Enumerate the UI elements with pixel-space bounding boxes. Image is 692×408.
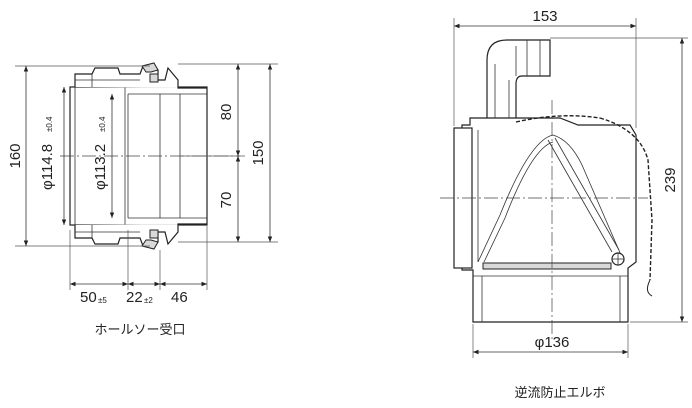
backflow-elbow-drawing: 153 239 φ136 逆流防止エルボ [440, 8, 688, 401]
hole-saw-socket-drawing: 160 φ114.8 ±0.4 φ113.2 ±0.4 80 70 150 [7, 62, 278, 338]
dim-80-label: 80 [218, 104, 235, 121]
elbow-inner-funnel [477, 134, 625, 263]
dim-160-label: 160 [7, 143, 24, 168]
dim-136: φ136 [473, 334, 628, 355]
dim-70-label: 70 [218, 192, 235, 209]
dim-50-label: 50 [80, 289, 97, 306]
elbow-damper-plate [482, 252, 625, 270]
dim-136-label: φ136 [535, 334, 570, 351]
dim-46-label: 46 [171, 289, 188, 306]
dim-46: 46 [160, 281, 207, 306]
hole-saw-socket-caption: ホールソー受口 [94, 323, 185, 338]
dim-113-2: φ113.2 ±0.4 [92, 94, 115, 218]
dim-239-label: 239 [662, 167, 679, 192]
dim-114-8-label: φ114.8 [39, 144, 56, 190]
dim-50: 50 ±5 [70, 281, 128, 306]
dim-70: 70 [218, 156, 241, 242]
dim-160: 160 [7, 66, 29, 246]
dim-113-2-tolerance: ±0.4 [98, 116, 107, 132]
dim-153-label: 153 [532, 8, 557, 25]
backflow-elbow-caption: 逆流防止エルボ [514, 385, 605, 401]
elbow-chain [515, 115, 653, 297]
dim-113-2-label: φ113.2 [92, 144, 109, 190]
dim-80: 80 [218, 63, 241, 156]
elbow-main-body [453, 117, 637, 323]
elbow-top-pipe [486, 39, 551, 125]
dim-150-label: 150 [250, 140, 267, 165]
dim-150: 150 [250, 63, 273, 242]
dim-114-8: φ114.8 ±0.4 [39, 87, 67, 225]
dim-22-label: 22 [126, 289, 143, 306]
dim-114-8-tolerance: ±0.4 [45, 116, 54, 132]
dim-239: 239 [662, 38, 685, 322]
dim-22-tolerance: ±2 [144, 296, 153, 305]
dim-50-tolerance: ±5 [98, 296, 107, 305]
elbow-extension-lines [453, 18, 688, 358]
socket-top-flange [74, 62, 207, 89]
socket-extension-lines [15, 63, 278, 290]
socket-bottom-flange [74, 223, 207, 250]
dim-22: 22 ±2 [126, 281, 160, 306]
dim-153: 153 [454, 8, 636, 29]
